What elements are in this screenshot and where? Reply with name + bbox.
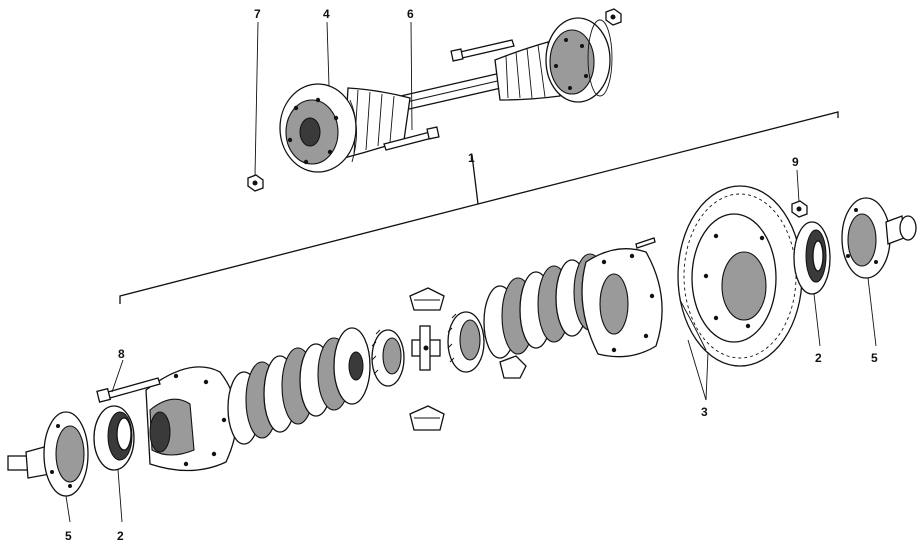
callout-9: 9 (792, 155, 799, 169)
callout-2-right: 2 (815, 351, 822, 365)
leader-1 (471, 154, 479, 205)
housing-right (581, 248, 663, 358)
bearing-left (93, 405, 135, 471)
callout-3: 3 (701, 405, 708, 419)
output-flange-left (7, 411, 89, 497)
side-gear-left (371, 329, 405, 387)
side-gear-right (447, 311, 485, 373)
spider-cross (411, 325, 441, 371)
pinion-gear-top (409, 287, 445, 311)
callout-4: 4 (323, 7, 330, 21)
callout-5-right: 5 (871, 351, 878, 365)
differential-assembly (7, 185, 917, 497)
bearing-right (793, 221, 831, 295)
callout-1: 1 (468, 151, 475, 165)
leader-lines (65, 21, 877, 523)
callout-2-left: 2 (117, 529, 124, 543)
callout-6: 6 (407, 7, 414, 21)
housing-cover-left (145, 366, 238, 472)
clutch-stack-right (483, 253, 607, 359)
ring-gear (677, 185, 803, 367)
drive-shaft-assembly (247, 8, 622, 192)
callout-8: 8 (118, 347, 125, 361)
callout-7: 7 (254, 7, 261, 21)
output-flange-right (841, 197, 917, 279)
clutch-stack-left (227, 327, 371, 445)
callout-5-left: 5 (65, 529, 72, 543)
